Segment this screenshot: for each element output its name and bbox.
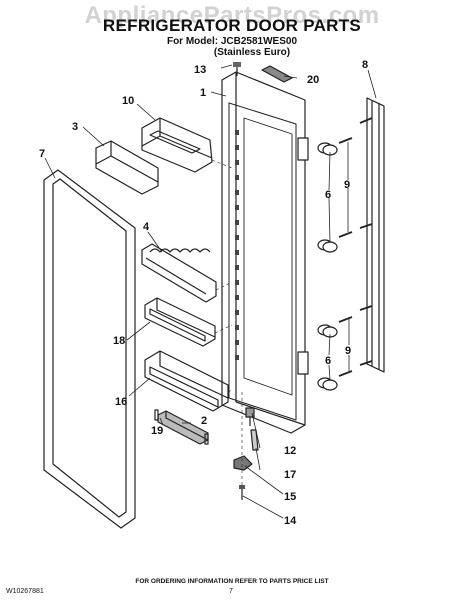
hinge-screw — [239, 485, 245, 500]
hinge-bushing — [245, 407, 255, 426]
callout-20: 20 — [307, 74, 319, 86]
callout-1: 1 — [200, 87, 206, 99]
callout-17: 17 — [284, 469, 296, 481]
door-bin-small — [144, 297, 216, 347]
egg-tray — [141, 243, 217, 303]
callout-7: 7 — [39, 148, 45, 160]
document-number: W10267881 — [6, 588, 44, 595]
door-screw-top — [233, 62, 241, 76]
callout-2: 2 — [201, 415, 207, 427]
callout-10: 10 — [122, 95, 134, 107]
callout-6a: 6 — [325, 189, 331, 201]
hinge-bracket — [233, 455, 253, 471]
shelf-supports — [235, 130, 239, 360]
callout-9a: 9 — [344, 179, 350, 191]
page-title: REFRIGERATOR DOOR PARTS — [102, 16, 362, 35]
dairy-compartment-door — [141, 117, 213, 173]
callout-9b: 9 — [345, 345, 351, 357]
handle-mount-posts — [317, 142, 338, 391]
page-number: 7 — [229, 588, 233, 595]
door-gasket — [43, 169, 136, 529]
callout-8: 8 — [362, 59, 368, 71]
model-variant: (Stainless Euro) — [213, 47, 291, 58]
callout-6b: 6 — [325, 355, 331, 367]
assembly-lines — [211, 159, 243, 485]
callout-16: 16 — [115, 396, 127, 408]
door-top-trim — [261, 65, 293, 83]
callout-19: 19 — [151, 425, 163, 437]
watermark: AppliancePartsPros.com — [84, 2, 380, 29]
callout-3: 3 — [72, 121, 78, 133]
hinge-pin — [250, 429, 259, 451]
door-bin-large — [144, 350, 229, 412]
callout-12: 12 — [284, 445, 296, 457]
callout-18: 18 — [113, 335, 125, 347]
dairy-bin — [95, 140, 159, 195]
door-handle — [366, 97, 385, 373]
callout-4: 4 — [143, 221, 150, 233]
ordering-info-note: FOR ORDERING INFORMATION REFER TO PARTS … — [135, 578, 329, 585]
handle-screws — [338, 117, 373, 377]
callout-14: 14 — [284, 515, 297, 527]
callout-13: 13 — [194, 64, 206, 76]
leader-lines — [44, 64, 377, 519]
door-assembly — [221, 71, 309, 434]
callout-15: 15 — [284, 491, 296, 503]
model-number: For Model: JCB2581WES00 — [166, 36, 298, 47]
trim-clips — [154, 409, 209, 445]
